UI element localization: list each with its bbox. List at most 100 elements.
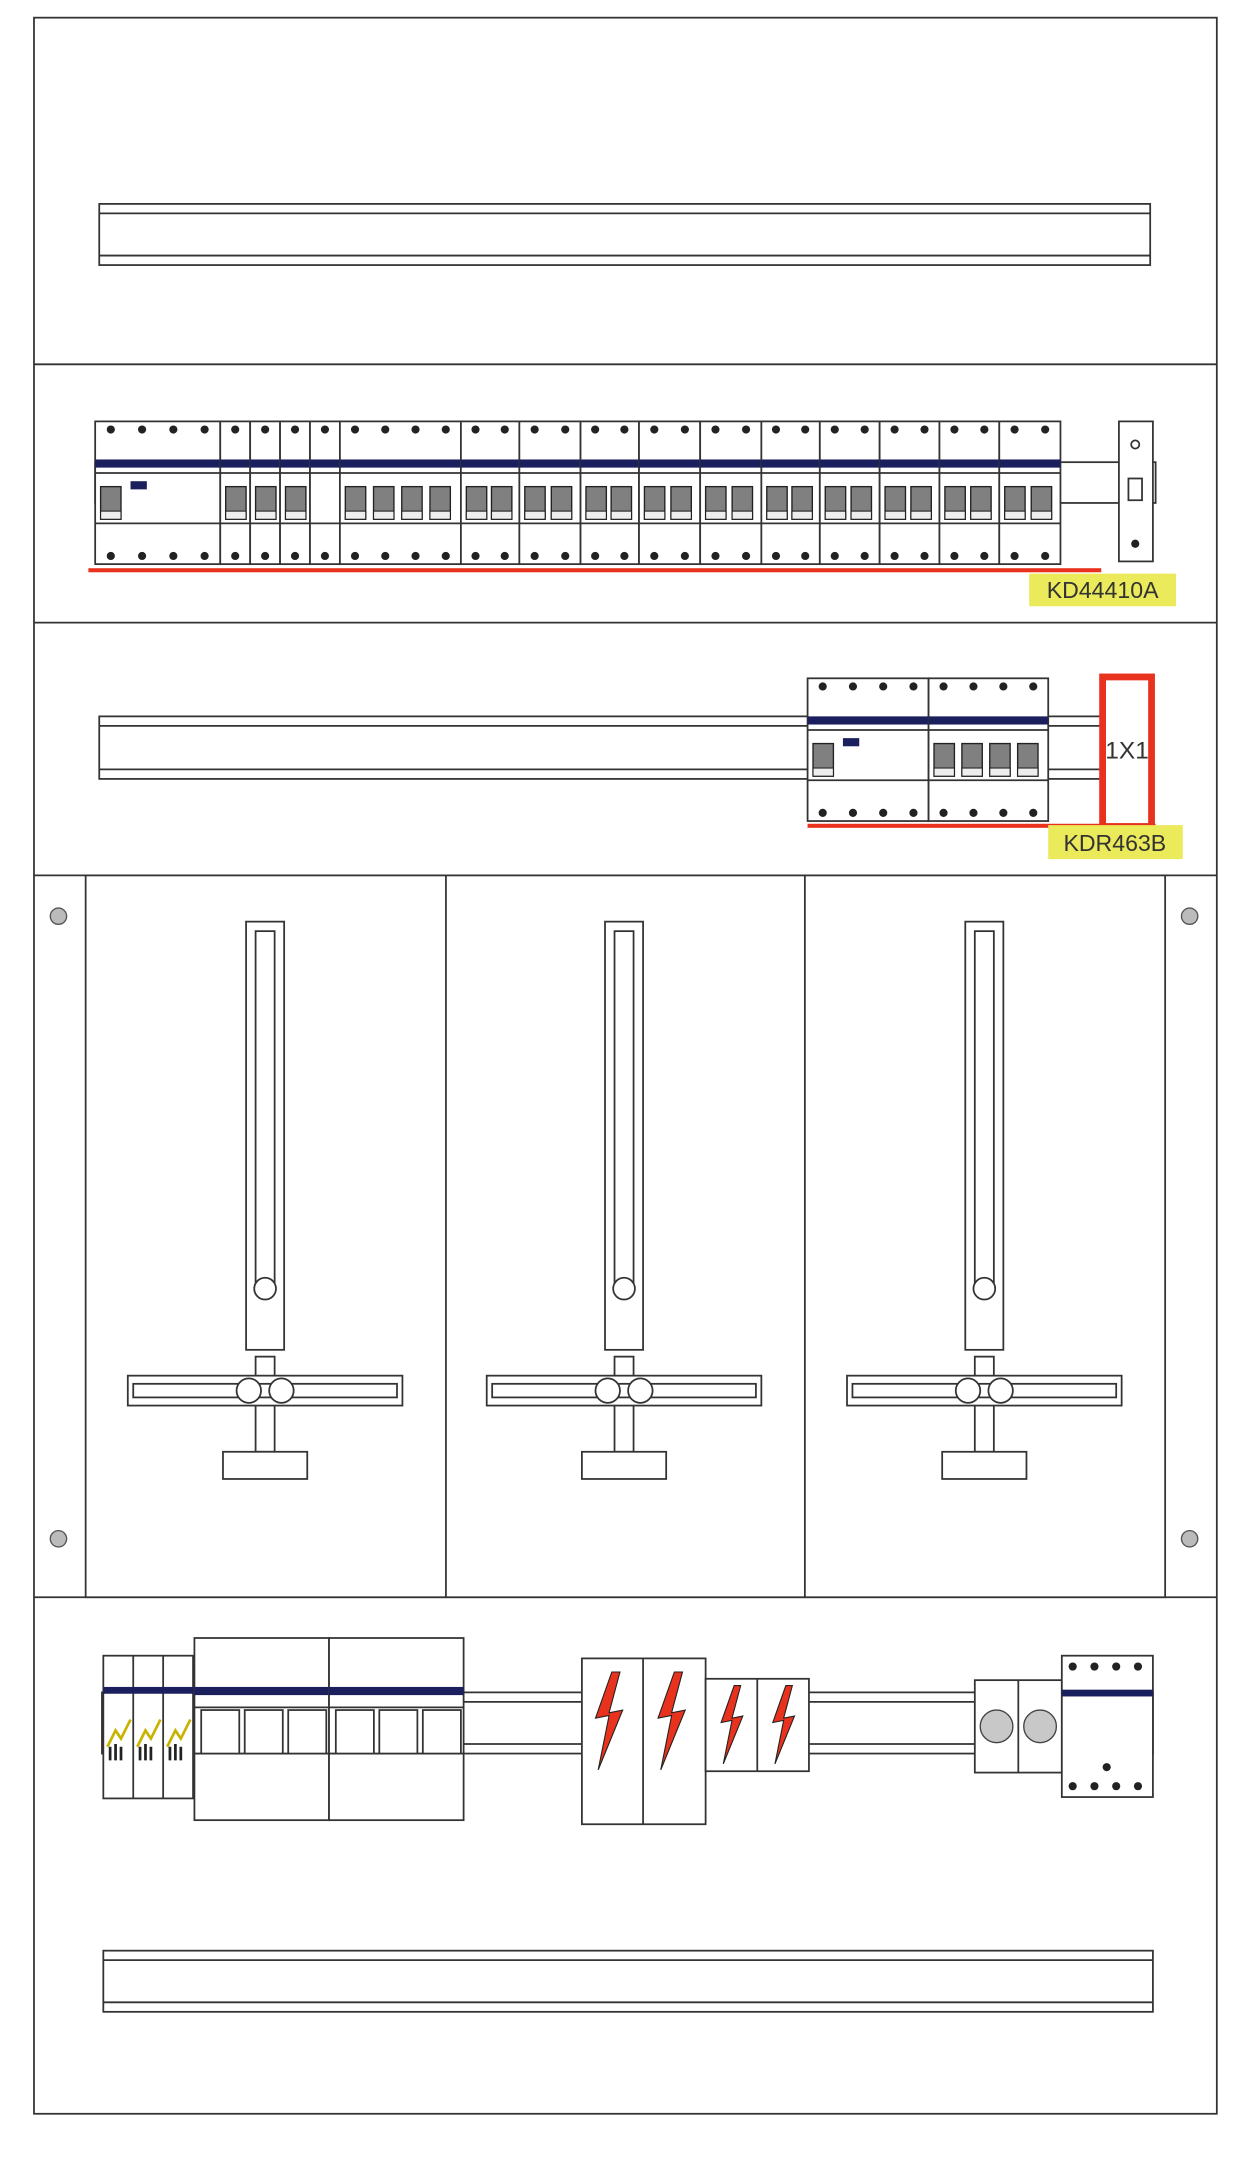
toggle-base [344,510,367,520]
clamp [987,1377,1014,1404]
breaker-module [927,677,1050,822]
terminal-screw [741,551,751,561]
terminal-screw [591,551,600,561]
component-row-5 [101,1637,1154,1826]
terminal-screw [1010,551,1019,561]
toggle-base [791,510,813,520]
terminal-screw [530,551,539,561]
toggle-base [1017,767,1039,777]
navy-band [700,459,762,468]
navy-band [280,459,310,468]
terminal-screw [381,425,390,434]
toggle-base [100,510,122,520]
surge-leads [138,1744,153,1761]
terminal-screw [950,551,959,561]
toggle-base [255,510,277,520]
clamp [627,1377,654,1404]
foot [222,1450,309,1480]
toggle-base [643,510,666,520]
toggle-base [766,510,788,520]
terminal-screw [1029,808,1038,817]
module-body [309,420,341,566]
meter-slot-inner [613,930,635,1293]
terminal-screw [441,425,450,434]
navy-band [329,1686,464,1696]
terminal-box [378,1709,419,1755]
clamp [594,1377,621,1404]
breaker-module [579,420,640,566]
terminal-screw [200,425,209,434]
test-button [130,481,147,490]
terminal-screw [137,551,147,561]
navy-band [1061,1689,1153,1697]
navy-band [761,459,820,468]
surge-icon [136,1718,162,1748]
terminal-screw [879,808,888,817]
lamp [979,1709,1014,1744]
terminal-screw [830,551,839,561]
terminal-screw [561,425,570,434]
terminal-screw [530,425,539,434]
terminal-screw [980,551,989,561]
toggle-base [1004,510,1026,520]
terminal-screw [909,682,918,691]
relay [1060,1654,1154,1798]
mounting-screw [1180,907,1199,926]
terminal-screw [350,425,360,434]
surge-leads [168,1744,183,1761]
meter-section [49,874,1199,1599]
surge-leads [108,1744,123,1761]
toggle-base [824,510,847,520]
toggle-base [989,767,1011,777]
toggle-base [524,510,546,520]
terminal-screw [879,682,888,691]
terminal-screw [261,425,270,434]
terminal-screw [920,551,929,561]
terminal-screw [1102,1763,1111,1772]
din-rail-bottom [102,1949,1154,2013]
terminal-screw [1090,1782,1099,1791]
breaker-module [806,677,930,822]
terminal-box [287,1709,328,1755]
breaker-module [339,420,462,566]
toggle-base [705,510,727,520]
breaker-module [638,420,702,566]
crossbar-inner [132,1382,398,1399]
terminal-screw [1041,551,1050,561]
toggle-base [933,767,955,777]
terminal-screw [320,425,330,434]
terminal-screw [969,682,978,691]
terminal-screw [650,425,659,434]
terminal-screw [290,551,300,561]
small-device [1118,420,1154,563]
slot-end [972,1276,997,1301]
svg-text:KDR463B: KDR463B [1063,830,1166,856]
device-body [102,1654,196,1800]
meter-bay [846,920,1123,1480]
meter-bay [126,920,404,1480]
terminal-screw [500,425,509,434]
clamp [954,1377,982,1404]
foot [581,1450,668,1480]
meter-slot-inner [973,930,995,1293]
navy-band [939,459,1000,468]
terminal-screw [200,551,209,561]
terminal-screw [1133,1782,1143,1791]
navy-band [580,459,639,468]
terminal-screw [969,808,978,817]
terminal-screw [860,425,869,434]
terminal-screw [771,551,781,561]
terminal-screw [711,551,720,561]
navy-band [928,716,1049,725]
breaker-module [518,420,582,566]
terminal-screw [261,551,270,561]
terminal-screw [1010,425,1019,434]
surge-icon [166,1718,192,1748]
terminal-screw [650,551,659,561]
terminal-screw [471,425,480,434]
terminal-box [243,1709,284,1755]
terminal-screw [818,808,827,817]
terminal-screw [771,425,781,434]
navy-band [999,459,1061,468]
